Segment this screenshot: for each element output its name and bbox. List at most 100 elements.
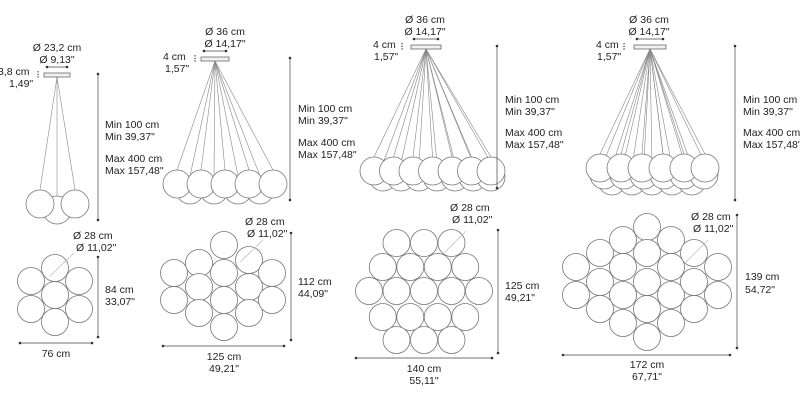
drop-max-in: Max 157,48"	[298, 149, 357, 161]
dimension-tick	[45, 65, 49, 69]
globe	[160, 286, 188, 314]
canopy-diameter-in: Ø 14,17"	[628, 26, 669, 38]
depth-cm: 84 cm	[105, 284, 134, 296]
suspension-cable	[56, 76, 76, 191]
globe-diameter-leader	[49, 252, 75, 277]
dimension-tick	[282, 344, 286, 348]
dimension-tick	[96, 255, 100, 259]
globe	[41, 308, 69, 336]
width-cm: 76 cm	[42, 348, 71, 360]
dimension-tick	[496, 351, 500, 355]
drop-max-cm: Max 400 cm	[505, 127, 562, 139]
ceiling-canopy	[410, 44, 442, 50]
suspension-cable	[200, 60, 216, 171]
suspension-cable	[649, 48, 693, 168]
globe	[410, 326, 438, 354]
dimension-tick	[224, 49, 228, 53]
depth-in: 49,21"	[505, 292, 535, 304]
drop-max-cm: Max 400 cm	[298, 137, 355, 149]
globe	[258, 286, 286, 314]
dimension-tick	[735, 346, 739, 350]
suspension-cable	[649, 48, 673, 168]
globe-diameter-in: Ø 11,02"	[693, 223, 734, 235]
globe-diameter-cm: Ø 28 cm	[691, 211, 731, 223]
globe	[396, 303, 425, 331]
globe	[65, 267, 93, 295]
globe	[368, 253, 397, 281]
suspension-cable	[425, 48, 438, 164]
globe	[382, 277, 411, 305]
canopy-height-cm: 3,8 cm	[0, 66, 30, 78]
globe-diameter-leader	[443, 230, 467, 254]
globe	[235, 273, 263, 301]
drop-max-in: Max 157,48"	[743, 139, 800, 151]
ceiling-canopy	[200, 56, 230, 62]
globe	[396, 253, 425, 281]
canopy-diameter-in: Ø 9,13"	[39, 54, 75, 66]
globe	[633, 323, 661, 351]
ceiling-canopy	[43, 72, 71, 78]
globe-diameter-cm: Ø 28 cm	[73, 230, 113, 242]
globe-diameter-in: Ø 11,02"	[247, 228, 288, 240]
height-marker-icon: ⁝	[36, 69, 39, 81]
globe	[633, 239, 661, 267]
suspension-cable	[631, 48, 651, 168]
suspension-cable	[649, 48, 685, 155]
dimension-tick	[490, 356, 494, 360]
globe	[680, 268, 708, 296]
suspension-cable	[373, 48, 427, 158]
globe	[451, 253, 480, 281]
depth-cm: 112 cm	[298, 276, 332, 288]
globe	[437, 277, 466, 305]
globe	[60, 189, 90, 219]
globe	[657, 281, 685, 309]
globe	[680, 239, 708, 267]
canopy-diameter-in: Ø 14,17"	[204, 38, 245, 50]
height-marker-icon: ⁝	[193, 53, 196, 65]
globe	[609, 309, 637, 337]
canopy-diameter-in: Ø 14,17"	[404, 26, 445, 38]
globe-diameter-leader	[685, 239, 709, 263]
drop-max-cm: Max 400 cm	[743, 127, 800, 139]
dimension-tick	[635, 37, 639, 41]
model-1-labels: Ø 23,2 cm Ø 9,13" 3,8 cm 1,49" Min 100 c…	[0, 42, 164, 360]
globe	[185, 249, 213, 277]
canopy-diameter-cm: Ø 36 cm	[405, 14, 445, 26]
globe	[586, 295, 614, 323]
drop-min-in: Min 39,37"	[105, 131, 155, 143]
canopy-diameter-cm: Ø 36 cm	[629, 14, 669, 26]
dimension-tick	[561, 353, 565, 357]
width-cm: 172 cm	[630, 359, 665, 371]
globe	[690, 153, 720, 183]
drop-min-cm: Min 100 cm	[743, 94, 798, 106]
globe	[258, 169, 288, 199]
globe	[41, 254, 69, 282]
depth-in: 54,72"	[745, 284, 775, 296]
drop-min-cm: Min 100 cm	[298, 103, 353, 115]
dimension-tick	[733, 44, 737, 48]
width-cm: 125 cm	[207, 351, 242, 363]
dimension-tick	[96, 72, 100, 76]
globe	[465, 277, 493, 305]
globe	[25, 189, 55, 219]
drop-min-in: Min 39,37"	[298, 115, 348, 127]
globe	[41, 281, 69, 309]
globe	[609, 281, 637, 309]
suspension-cable	[425, 48, 492, 164]
suspension-cable	[649, 48, 706, 155]
globe	[65, 295, 93, 323]
globe	[657, 226, 685, 254]
globe	[258, 259, 286, 287]
dimension-tick	[288, 198, 292, 202]
drop-max-in: Max 157,48"	[505, 139, 564, 151]
globe	[562, 281, 590, 309]
canopy-height-in: 1,57"	[597, 51, 621, 63]
globe	[410, 277, 438, 305]
dimension-tick	[202, 49, 206, 53]
suspension-cable	[641, 48, 651, 155]
suspension-cable	[214, 60, 274, 171]
globe	[382, 229, 411, 257]
globe	[657, 309, 685, 337]
globe-diameter-in: Ø 11,02"	[452, 214, 493, 226]
